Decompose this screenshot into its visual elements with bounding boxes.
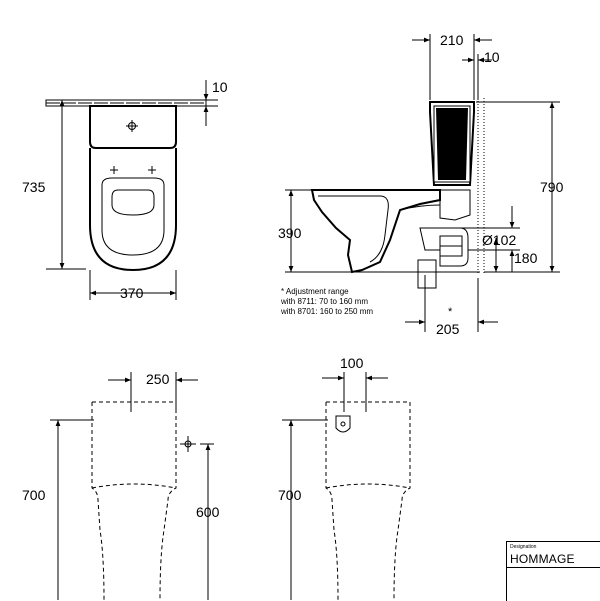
- top-view-water: [111, 189, 155, 216]
- title-block: Designation HOMMAGE: [506, 541, 600, 601]
- flush-valve-icon: [335, 415, 351, 433]
- side-outlet-height-label: 180: [514, 250, 538, 266]
- side-view-bowl: [310, 189, 441, 274]
- back-right-offset-label: 100: [340, 355, 364, 371]
- top-width-label: 370: [120, 285, 144, 301]
- top-view-rim: [101, 177, 165, 256]
- side-view-outlet: [419, 227, 469, 267]
- side-asterisk: *: [448, 306, 453, 318]
- title-block-divider: [507, 567, 600, 568]
- side-note-line-2: with 8711: 70 to 160 mm: [280, 297, 368, 306]
- top-view-bowl: [89, 148, 177, 272]
- side-height-label: 790: [540, 179, 564, 195]
- side-wall-gap-label: 10: [484, 49, 500, 65]
- back-right-outline: [325, 401, 411, 600]
- side-note-line-1: * Adjustment range: [281, 287, 349, 296]
- side-seat-height-label: 390: [278, 225, 302, 241]
- side-tank-width-label: 210: [440, 32, 464, 48]
- top-view-cistern: [89, 105, 177, 149]
- back-left-inlet-height-label: 600: [196, 504, 220, 520]
- back-view-left: 250 700 600: [22, 371, 220, 600]
- back-left-height-label: 700: [22, 487, 46, 503]
- product-name: HOMMAGE: [510, 552, 575, 566]
- title-block-label: Designation: [510, 544, 537, 550]
- top-depth-label: 735: [22, 179, 46, 195]
- back-view-right: 100 700: [278, 355, 411, 600]
- seat-fixing-icon: [110, 166, 156, 174]
- side-outlet-diameter-label: Ø102: [482, 232, 516, 248]
- inlet-cross-icon: [180, 436, 196, 452]
- side-view: 210 10 790 390 Ø102 180 205 * * Adjustme…: [278, 32, 564, 337]
- flush-button-icon: [126, 120, 138, 132]
- side-note-line-3: with 8701: 160 to 250 mm: [280, 307, 373, 316]
- side-view-cistern: [429, 101, 475, 186]
- top-flush-offset-label: 10: [212, 79, 228, 95]
- side-outlet-offset-label: 205: [436, 321, 460, 337]
- back-left-outline: [91, 401, 177, 600]
- back-right-height-label: 700: [278, 487, 302, 503]
- back-left-width-label: 250: [146, 371, 170, 387]
- top-view: 735 370 10: [22, 79, 228, 301]
